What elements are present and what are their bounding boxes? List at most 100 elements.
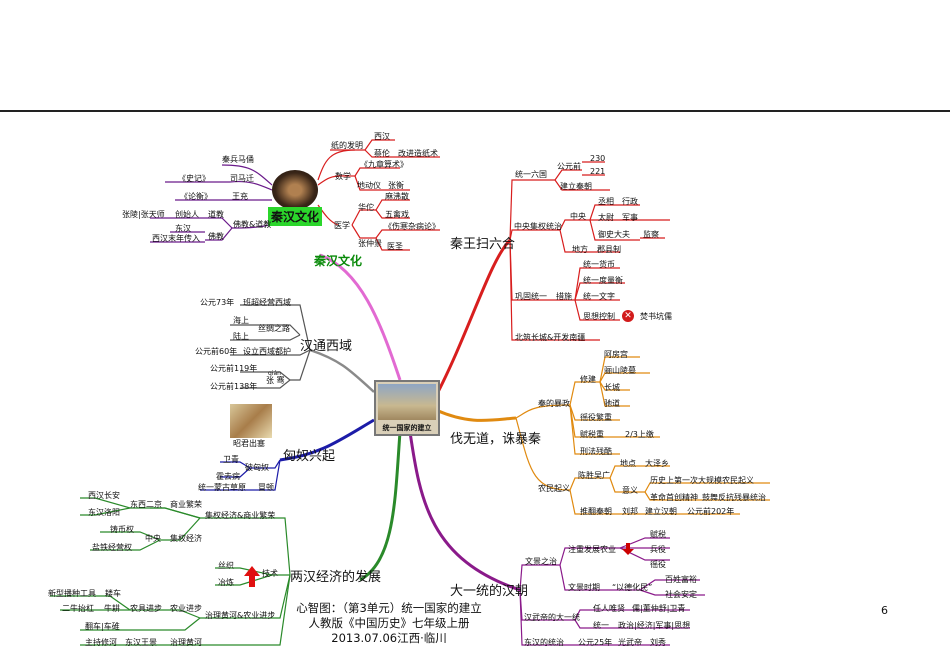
branch-qin-fall: 伐无道，诛暴秦	[450, 432, 542, 447]
label-zhubi: 铸币权	[110, 525, 134, 534]
label-yisheng: 医圣	[387, 242, 403, 251]
center-label: 统一国家的建立	[382, 424, 432, 432]
label-lishi: 历史上第一次大规模农民起义	[650, 476, 754, 485]
label-niuli: 牛耕	[104, 604, 120, 613]
label-daojiao: 道教	[208, 210, 224, 219]
label-lishan: 骊山陵墓	[604, 366, 636, 375]
label-qin: qián	[268, 370, 281, 377]
label-fanche: 翻车|车碓	[85, 622, 120, 631]
label-weiqing: 卫青	[223, 455, 239, 464]
label-fushui2: 赋税	[650, 530, 666, 539]
label-zhuchi: 主持修河	[85, 638, 117, 647]
label-cuoshi: 措施	[556, 292, 572, 301]
label-yiyi: 意义	[622, 486, 638, 495]
label-modun: 统一蒙古草原	[198, 483, 246, 492]
label-banchao: 班超经营西域	[243, 298, 291, 307]
label-yide: “以德化民”	[612, 583, 653, 592]
label-wangchong: 王充	[232, 192, 248, 201]
label-jiuzhang: 《九章算术》	[360, 160, 408, 169]
label-jiancha: 监察	[643, 230, 659, 239]
label-yaoyi: 徭役繁重	[580, 413, 612, 422]
label-gonggu: 巩固统一	[515, 292, 547, 301]
center-image	[378, 384, 436, 420]
label-baixing: 百姓富裕	[665, 575, 697, 584]
label-chuangshi: 创始人	[175, 210, 199, 219]
page-number: 6	[881, 604, 888, 617]
label-jianli-qin: 建立秦朝	[560, 182, 592, 191]
up-arrow-shaft-icon	[249, 575, 255, 587]
label-xinxing: 新型播种工具	[48, 589, 96, 598]
label-xihan: 西汉	[374, 132, 390, 141]
label-chidao: 驰道	[604, 399, 620, 408]
label-junshi: 军事	[622, 213, 638, 222]
label-zhuye: 冶炼	[218, 578, 234, 587]
label-zhangjiao: 东汉	[175, 224, 191, 233]
top-rule	[0, 110, 950, 112]
branch-han: 大一统的汉朝	[450, 584, 529, 599]
down-arrow-head-icon	[622, 549, 634, 555]
label-ergong: 二牛抬杠	[62, 604, 94, 613]
label-y138: 公元前138年	[210, 382, 258, 391]
label-gongyuan: 公元前	[557, 162, 581, 171]
label-y230: 230	[590, 154, 606, 163]
label-liuxiu: 刘秀	[650, 638, 666, 647]
label-duliang: 统一度量衡	[583, 276, 623, 285]
caption: 心智图：（第3单元）统一国家的建立 人教版《中国历史》七年级上册 2013.07…	[296, 601, 482, 647]
cross-icon: ✕	[622, 310, 634, 322]
label-cailun-note: 改进造纸术	[398, 149, 438, 158]
label-guangwudi: 光武帝	[618, 638, 642, 647]
label-epang: 阿房宫	[604, 350, 628, 359]
label-fodao: 佛教&道教	[233, 220, 272, 229]
label-tongyi: 统一六国	[515, 170, 547, 179]
label-daze: 大泽乡	[645, 459, 669, 468]
label-renyong: 任人唯贤	[593, 604, 625, 613]
label-guangwu: 东汉的统治	[524, 638, 564, 647]
label-y25: 公元25年	[578, 638, 613, 647]
label-didian: 地点	[620, 459, 636, 468]
branch-xiongnu: 匈奴兴起	[283, 449, 336, 464]
label-xingyi: 兵役	[650, 545, 666, 554]
label-xingzheng: 行政	[622, 197, 638, 206]
label-nongju: 农具进步	[130, 604, 162, 613]
label-luoyang: 东汉洛阳	[88, 508, 120, 517]
label-geming: 革命首创精神	[650, 493, 698, 502]
label-y221: 221	[590, 167, 606, 176]
down-arrow-icon	[626, 543, 630, 550]
label-nongye: 农业进步	[170, 604, 202, 613]
label-yixue: 医学	[334, 221, 350, 230]
label-math: 数学	[335, 172, 351, 181]
label-huatuo: 华佗	[358, 203, 374, 212]
label-taiwei: 太尉	[598, 213, 614, 222]
label-zhongyang: 中央集权统治	[514, 222, 562, 231]
label-dizhen: 地动仪	[357, 181, 381, 190]
label-zy: 中央	[570, 212, 586, 221]
label-shehui: 社会安定	[665, 590, 697, 599]
label-haishang: 海上	[233, 316, 249, 325]
label-xiujian: 修建	[580, 375, 596, 384]
label-shangye: 商业繁荣	[170, 500, 202, 509]
label-chengxiang: 丞相	[598, 197, 614, 206]
label-y202: 公元前202年	[687, 507, 735, 516]
label-junxian: 郡县制	[597, 245, 621, 254]
label-wenditime: 文景时期	[568, 583, 600, 592]
label-changcheng: 北筑长城&开发南疆	[515, 333, 586, 342]
label-xihanjl: 建立汉朝	[645, 507, 677, 516]
label-paper: 纸的发明	[331, 141, 363, 150]
label-poxiongnu: 破匈奴	[245, 463, 269, 472]
label-lushang: 陆上	[233, 332, 249, 341]
label-simaqian: 司马迁	[230, 174, 254, 183]
label-guwu: 鼓舞反抗残暴统治	[702, 493, 766, 502]
label-zhongyang2: 中央	[145, 534, 161, 543]
label-dong: 儒|董仲舒|卫青	[632, 604, 686, 613]
label-nongmin: 农民起义	[538, 484, 570, 493]
label-zhili: 治理黄河&农业进步	[205, 611, 276, 620]
label-laoyi: 徭役	[650, 560, 666, 569]
label-shangjiao: 2/3上缴	[625, 430, 654, 439]
label-dongxi: 西汉末年传入	[152, 234, 200, 243]
label-difang: 地方	[572, 245, 588, 254]
label-bingma: 秦兵马俑	[222, 155, 254, 164]
label-yushi: 御史大夫	[598, 230, 630, 239]
label-shiji: 《史记》	[178, 174, 210, 183]
label-wenzi: 统一文字	[583, 292, 615, 301]
